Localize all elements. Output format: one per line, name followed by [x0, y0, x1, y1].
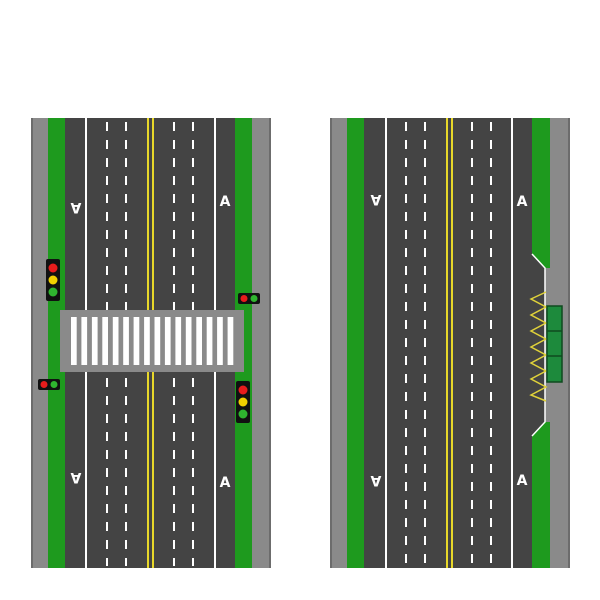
signal-red-icon — [40, 381, 48, 388]
traffic-light-vertical — [46, 259, 60, 301]
crosswalk-stripe — [91, 317, 98, 365]
crosswalk-stripe — [185, 317, 192, 365]
lane-marking-letter: A — [517, 473, 528, 489]
bus-shelter-roof — [546, 305, 563, 383]
lane-marking-letter: A — [370, 191, 381, 207]
crosswalk-stripe — [196, 317, 202, 365]
signal-green-icon — [238, 409, 248, 419]
traffic-light-horizontal — [38, 379, 60, 390]
signal-red-icon — [240, 295, 248, 302]
bus-stop-zigzag — [529, 291, 548, 402]
bus-stop-bay — [532, 254, 545, 436]
crosswalk-stripe — [71, 317, 77, 365]
left-grass-strip — [48, 118, 65, 568]
left-road: A A A A — [31, 118, 271, 568]
crosswalk — [60, 310, 244, 372]
lane-marking-letter: A — [220, 194, 231, 210]
bus-shelter — [529, 291, 563, 402]
lane-marking-letter: A — [517, 194, 528, 210]
crosswalk-stripe — [164, 317, 171, 365]
signal-red-icon — [48, 263, 58, 273]
lane-marking-letter: A — [70, 469, 81, 485]
crosswalk-stripe — [144, 317, 150, 365]
crosswalk-stripe — [175, 317, 182, 365]
signal-red-icon — [238, 385, 248, 395]
traffic-light-vertical — [236, 381, 250, 423]
edge-line — [511, 118, 513, 568]
crosswalk-stripe — [123, 317, 129, 365]
crosswalk-base — [60, 310, 244, 372]
signal-yellow-icon — [238, 397, 248, 407]
crosswalk-stripe — [133, 317, 140, 365]
center-line — [451, 118, 453, 568]
crosswalk-stripes — [71, 317, 234, 365]
crosswalk-stripe — [217, 317, 223, 365]
crosswalk-stripe — [81, 317, 88, 365]
traffic-light-horizontal — [238, 293, 260, 304]
crosswalk-stripe — [206, 317, 213, 365]
crosswalk-stripe — [102, 317, 108, 365]
right-sidewalk — [252, 118, 269, 568]
lane-marking-letter: A — [70, 199, 81, 215]
edge-line — [385, 118, 387, 568]
crosswalk-stripe — [154, 317, 161, 365]
center-line — [446, 118, 448, 568]
bus-stop-curb — [531, 253, 546, 437]
left-sidewalk — [332, 118, 347, 568]
signal-green-icon — [50, 381, 58, 388]
lane-marking-letter: A — [220, 475, 231, 491]
crosswalk-stripe — [112, 317, 119, 365]
left-sidewalk — [33, 118, 48, 568]
lane-marking-letter: A — [370, 472, 381, 488]
signal-green-icon — [48, 287, 58, 297]
signal-green-icon — [250, 295, 258, 302]
left-grass-strip — [347, 118, 364, 568]
signal-yellow-icon — [48, 275, 58, 285]
right-road: A A A A — [330, 118, 570, 568]
crosswalk-stripe — [227, 317, 234, 365]
